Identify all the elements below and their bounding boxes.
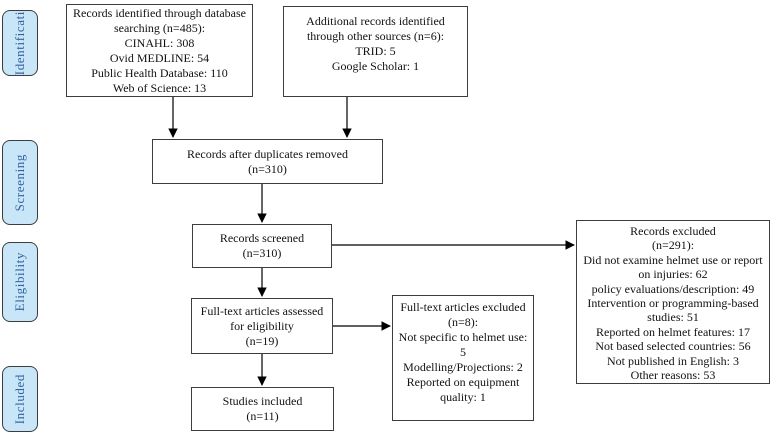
stage-label-screening-text: Screening: [12, 153, 27, 212]
text-line: quality: 1: [440, 390, 486, 404]
text-line: Full-text articles excluded: [400, 300, 526, 314]
text-line: Public Health Database: 110: [91, 66, 228, 80]
text-line: 5: [460, 345, 466, 359]
stage-label-screening: Screening: [2, 140, 38, 225]
text-line: policy evaluations/description: 49: [591, 281, 755, 296]
box-records-screened: Records screened (n=310): [192, 224, 332, 268]
box-fulltext-articles-assessed: Full-text articles assessed for eligibil…: [191, 298, 333, 354]
text-line: Studies included: [222, 394, 303, 408]
box-additional-records-other-sources: Additional records identified through ot…: [283, 6, 468, 97]
text-line: (n=310): [242, 246, 282, 260]
stage-label-identification: Identificati: [2, 10, 38, 76]
text-line: Web of Science: 13: [112, 81, 207, 95]
box-records-excluded: Records excluded (n=291): Did not examin…: [576, 220, 770, 384]
box-records-after-duplicates-removed: Records after duplicates removed (n=310): [152, 139, 383, 184]
text-line: (n=291):: [651, 238, 695, 253]
text-line: Not based selected countries: 56: [595, 339, 751, 354]
text-line: Reported on equipment: [406, 375, 520, 389]
text-line: TRID: 5: [355, 44, 396, 58]
text-line: Not specific to helmet use:: [398, 330, 528, 344]
box-records-identified-database: Records identified through database sear…: [66, 4, 253, 97]
text-line: (n=11): [246, 409, 279, 423]
text-line: Reported on helmet features: 17: [596, 324, 750, 339]
text-line: (n=19): [245, 333, 279, 348]
text-line: studies: 51: [647, 310, 699, 325]
text-line: searching (n=485):: [113, 21, 206, 35]
text-line: Google Scholar: 1: [331, 59, 420, 73]
text-line: CINAHL: 308: [124, 36, 195, 50]
stage-label-eligibility-text: Eligibility: [12, 252, 27, 312]
box-studies-included: Studies included (n=11): [191, 387, 334, 431]
text-line: Records excluded: [630, 224, 716, 238]
stage-label-included-text: Included: [12, 373, 27, 425]
text-line: Records screened: [219, 231, 305, 245]
text-line: on injuries: 62: [638, 267, 708, 282]
text-line: Additional records identified: [306, 14, 445, 28]
text-line: Not published in English: 3: [607, 353, 739, 368]
stage-label-eligibility: Eligibility: [2, 242, 38, 322]
text-line: Records identified through database: [73, 6, 246, 20]
text-line: (n=310): [248, 161, 287, 176]
text-line: Intervention or programming-based: [587, 296, 759, 311]
text-line: Records after duplicates removed: [187, 146, 348, 161]
text-line: (n=8):: [447, 315, 479, 329]
text-line: Modelling/Projections: 2: [403, 360, 523, 374]
text-line: Did not examine helmet use or report: [583, 252, 763, 267]
text-line: Other reasons: 53: [630, 368, 716, 383]
box-fulltext-articles-excluded: Full-text articles excluded (n=8): Not s…: [392, 295, 534, 421]
text-line: Full-text articles assessed: [200, 303, 324, 318]
stage-label-identification-text: Identificati: [12, 10, 27, 76]
text-line: through other sources (n=6):: [306, 29, 445, 43]
text-line: for eligibility: [230, 318, 294, 333]
text-line: Ovid MEDLINE: 54: [109, 51, 210, 65]
stage-label-included: Included: [2, 366, 38, 432]
